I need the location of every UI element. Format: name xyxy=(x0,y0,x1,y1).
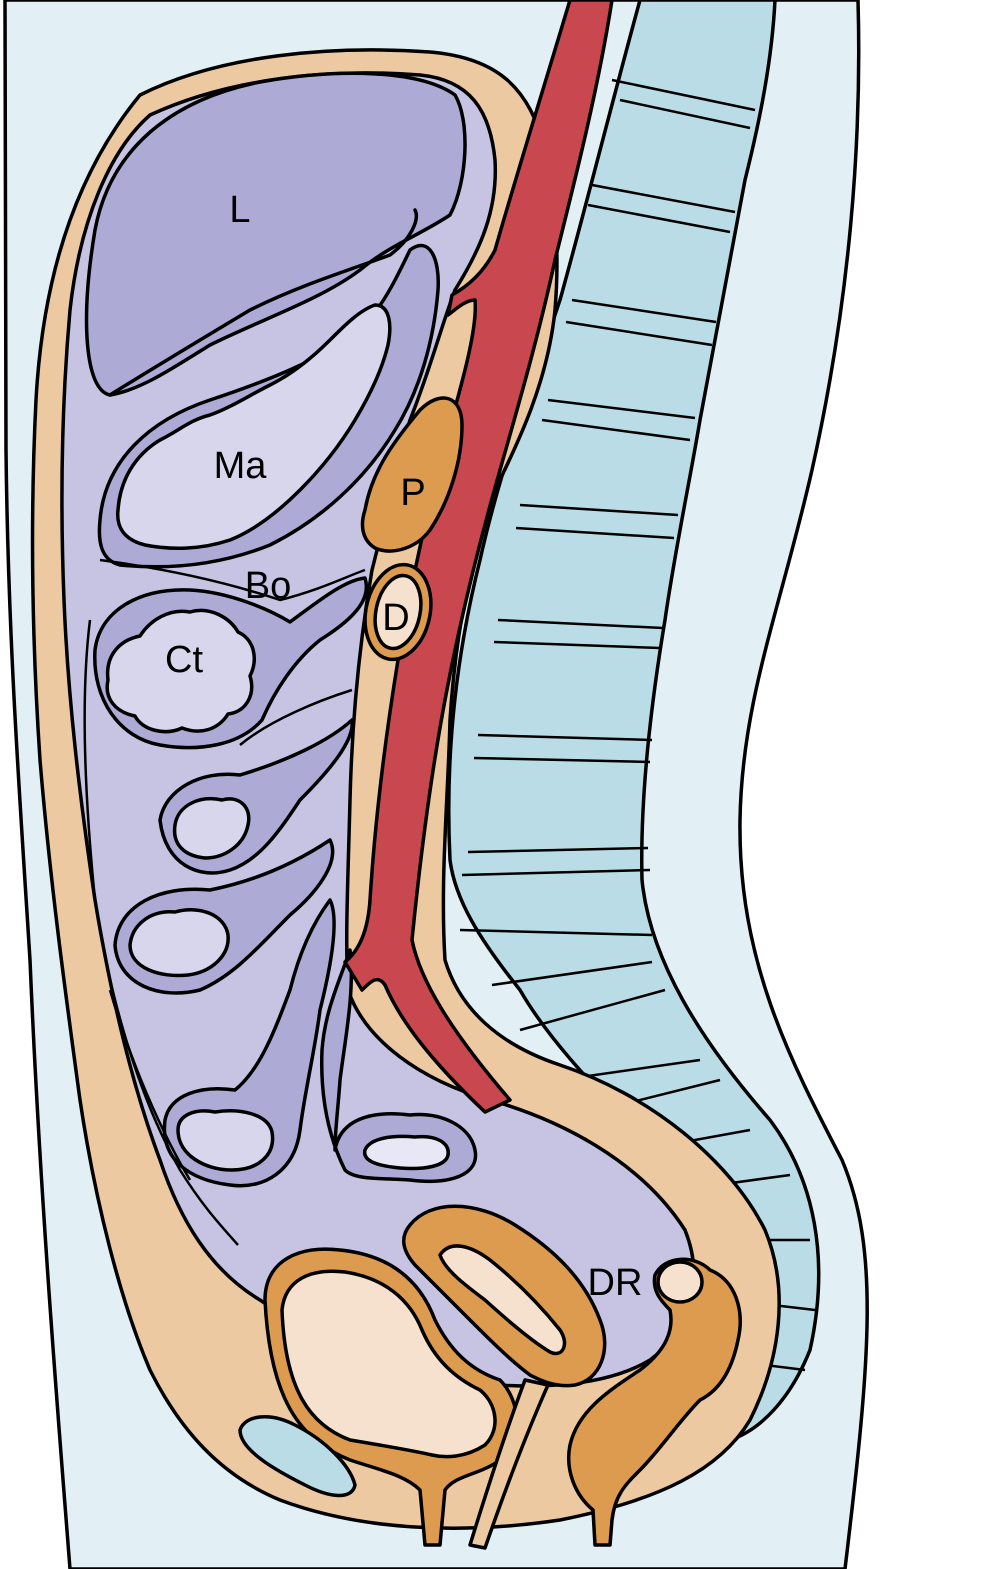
label-colon: Ct xyxy=(165,639,203,681)
label-omentum: Bo xyxy=(245,565,291,607)
pubic-bone xyxy=(238,1415,357,1498)
liver: L xyxy=(84,71,467,397)
duodenum: D xyxy=(363,562,433,662)
rectouterine-pouch: DR xyxy=(588,1262,643,1304)
aorta xyxy=(343,0,614,1114)
pancreas: P xyxy=(360,396,464,553)
uterus xyxy=(402,1204,607,1550)
small-intestine xyxy=(83,619,478,1246)
vertebra-discs xyxy=(459,78,816,1372)
label-liver: L xyxy=(229,189,250,231)
omentum: Bo xyxy=(99,558,366,607)
stomach: Ma xyxy=(97,243,440,569)
transverse-colon: Ct xyxy=(93,576,369,750)
rectum xyxy=(567,1257,742,1547)
label-stomach: Ma xyxy=(214,445,268,487)
label-rectouterine-pouch: DR xyxy=(588,1262,643,1304)
label-pancreas: P xyxy=(400,472,425,514)
label-duodenum: D xyxy=(382,597,409,639)
